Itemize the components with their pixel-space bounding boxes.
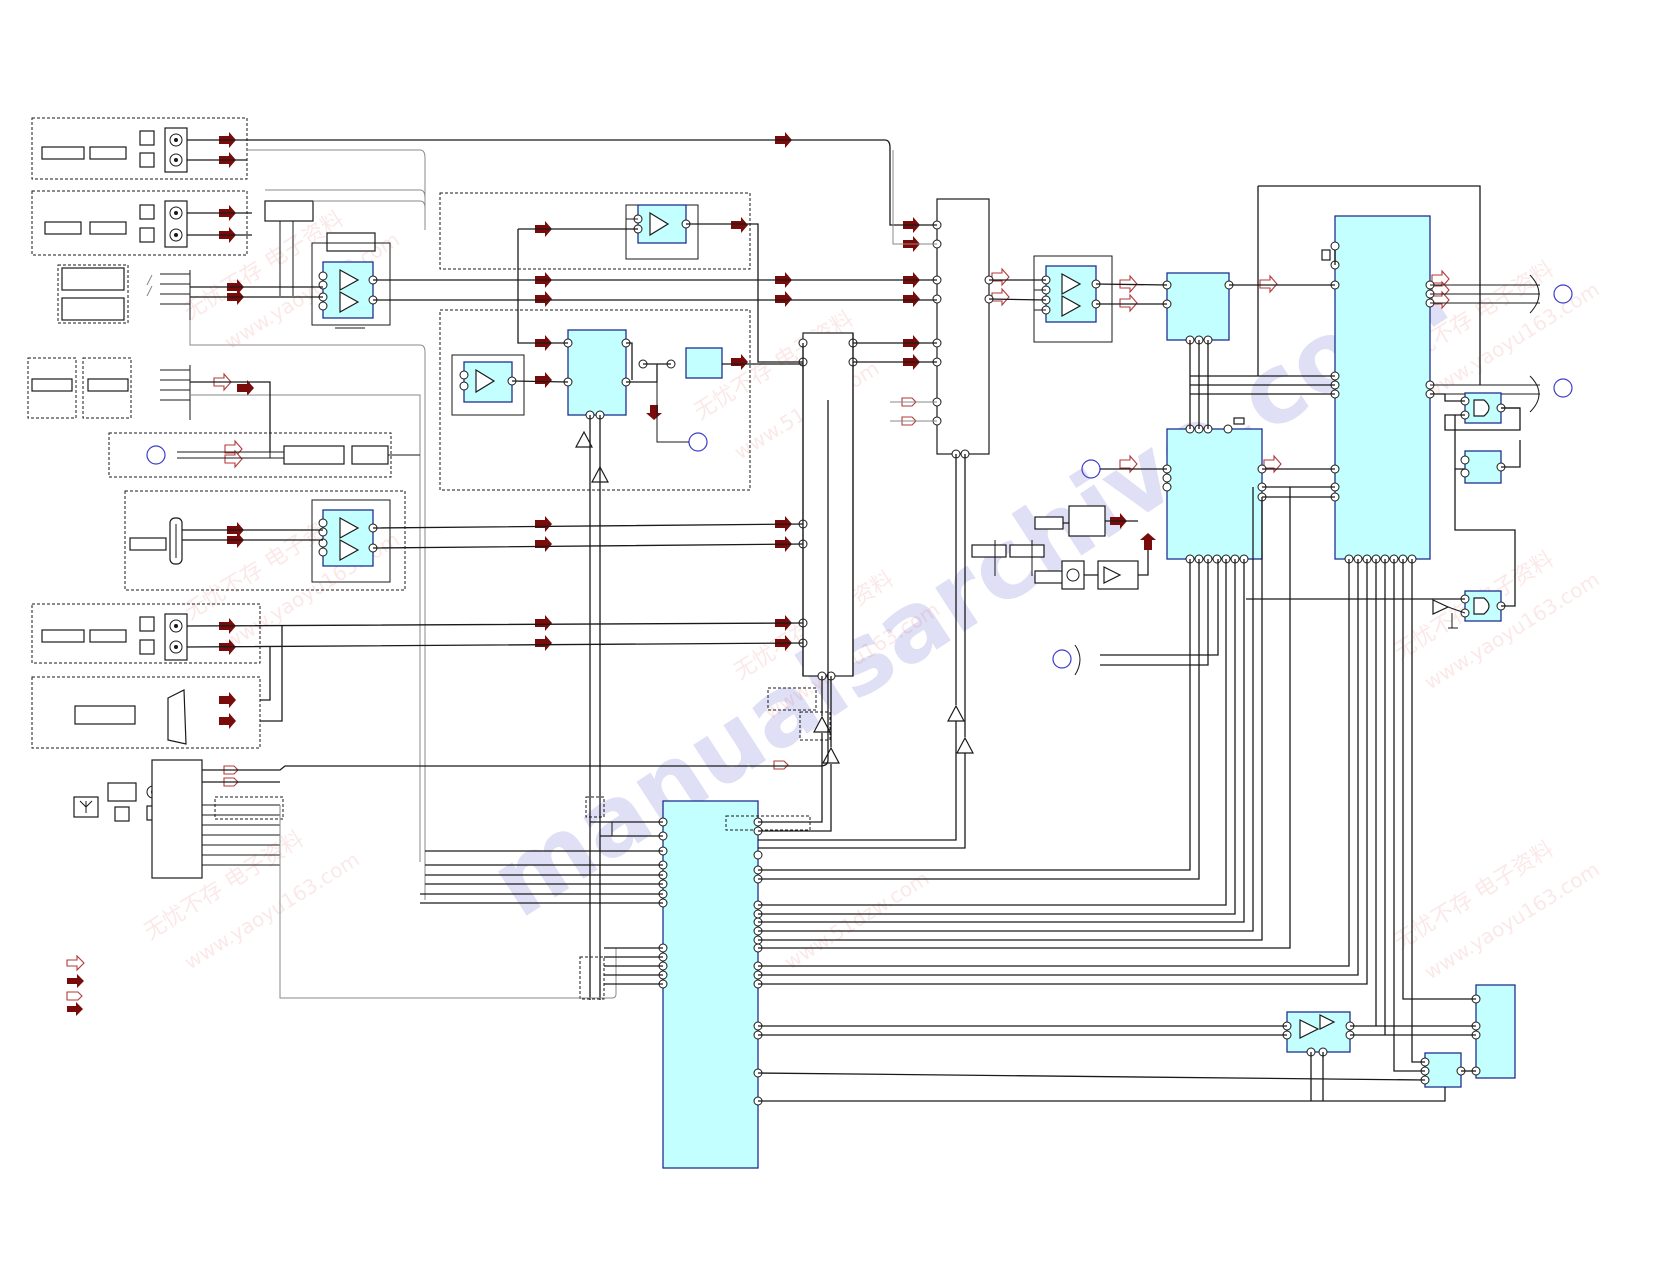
input-group-5 (108, 432, 392, 478)
selector-block-b (932, 198, 994, 459)
connector-ring (1052, 649, 1072, 669)
amp-cluster-3 (1033, 255, 1113, 343)
amp-cluster-1 (264, 200, 391, 329)
tuner-block (73, 759, 284, 879)
misc-center-right (971, 505, 1139, 676)
connector-ring (146, 445, 166, 465)
input-group-8 (31, 676, 261, 749)
input-group-4 (27, 357, 191, 420)
outline-tab-arrow-icon (66, 991, 83, 1001)
input-group-7 (31, 603, 261, 664)
center-top-block (439, 192, 751, 270)
input-group-1 (31, 117, 248, 180)
connector-ring (688, 432, 708, 452)
ic-microcontroller (658, 800, 811, 1169)
solid-arrow-icon (67, 974, 84, 988)
input-group-3 (57, 264, 191, 324)
watermark-tile: www.51dzw.com (780, 866, 933, 974)
ic-main-dsp (1321, 215, 1435, 564)
amp-cluster-2 (311, 499, 391, 583)
ic-converter (1162, 272, 1234, 345)
legend (66, 954, 85, 1016)
input-group-6 (124, 490, 406, 591)
connector-ring (1553, 284, 1573, 304)
input-group-2 (31, 190, 248, 256)
ic-audio-processor (1081, 417, 1267, 564)
center-mid-block (439, 309, 751, 491)
double-arrow-icon (67, 1002, 83, 1016)
ic-bottom-right (1282, 984, 1516, 1088)
wiring (177, 139, 1521, 1102)
connector-ring (1553, 378, 1573, 398)
outline-arrow-icon (66, 954, 85, 972)
selector-block-a (767, 332, 858, 741)
